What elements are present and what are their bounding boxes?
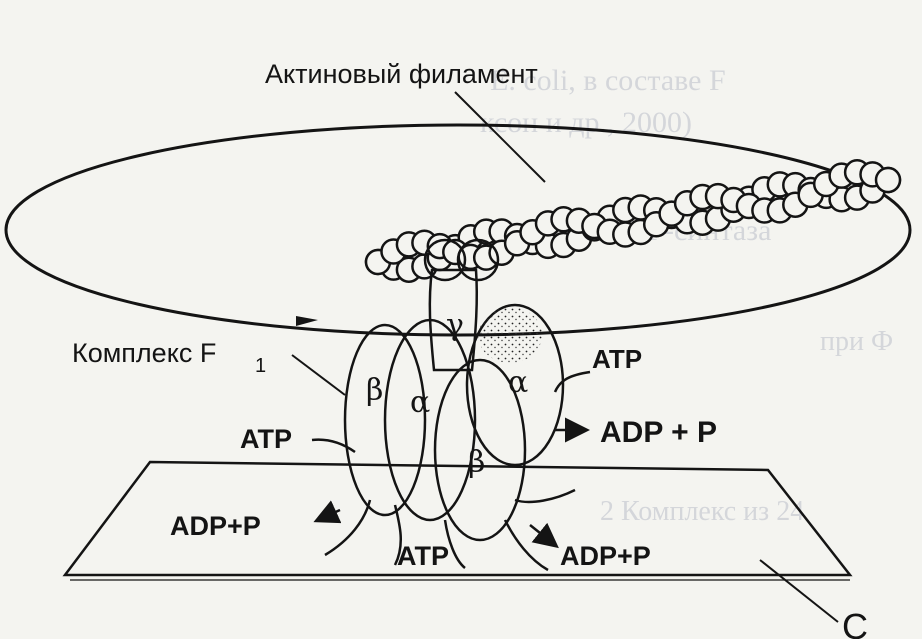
adp-label-left: ADP+P: [170, 511, 261, 541]
membrane-plane: [62, 460, 853, 577]
c-label-partial: C: [842, 606, 868, 639]
complex-label-subscript: 1: [255, 355, 266, 377]
complex-leader-line: [291, 354, 346, 396]
gamma-subunit: [428, 268, 479, 372]
actin-filament-label: Актиновый филамент: [265, 59, 538, 89]
flow-arrows: [311, 370, 591, 549]
beta-left-label: β: [366, 373, 383, 408]
gamma-label: γ: [446, 308, 464, 343]
gamma-top-bead: [456, 238, 500, 282]
bleed-line: при Ф: [820, 326, 893, 357]
beta-subunit-front: [433, 358, 527, 542]
bleed-through-text: E. coli, в составе F ксон и др., 2000) А…: [480, 64, 893, 527]
beta-front-label: β: [468, 445, 485, 480]
rotation-direction-arrow: [296, 316, 318, 326]
alpha-subunit-right: [465, 303, 565, 467]
atp-label-bottom: ATP: [397, 541, 449, 571]
alpha-left-label: α: [410, 385, 430, 420]
stipple-patch: [478, 307, 542, 363]
actin-bead: [874, 166, 902, 194]
bleed-line: ксон и др., 2000): [480, 106, 692, 139]
beta-subunit-left: [343, 323, 427, 517]
rotation-path-ellipse: [4, 123, 912, 337]
gamma-top-bead: [423, 238, 467, 282]
complex-label: Комплекс F: [72, 338, 216, 368]
adp-label-right: ADP + P: [600, 416, 717, 449]
atp-label-top-right: ATP: [592, 344, 642, 374]
c-leader-line: [759, 559, 839, 623]
subunit-tails: [324, 488, 576, 572]
alpha-right-label: α: [508, 365, 528, 400]
bleed-line: E. coli, в составе F: [490, 64, 726, 97]
adp-label-bottom: ADP+P: [560, 541, 651, 571]
atp-label-left: ATP: [240, 424, 292, 454]
alpha-subunit-left: [383, 318, 477, 522]
bleed-line: 2 Комплекс из 24: [600, 496, 804, 527]
actin-leader-line: [454, 91, 546, 183]
